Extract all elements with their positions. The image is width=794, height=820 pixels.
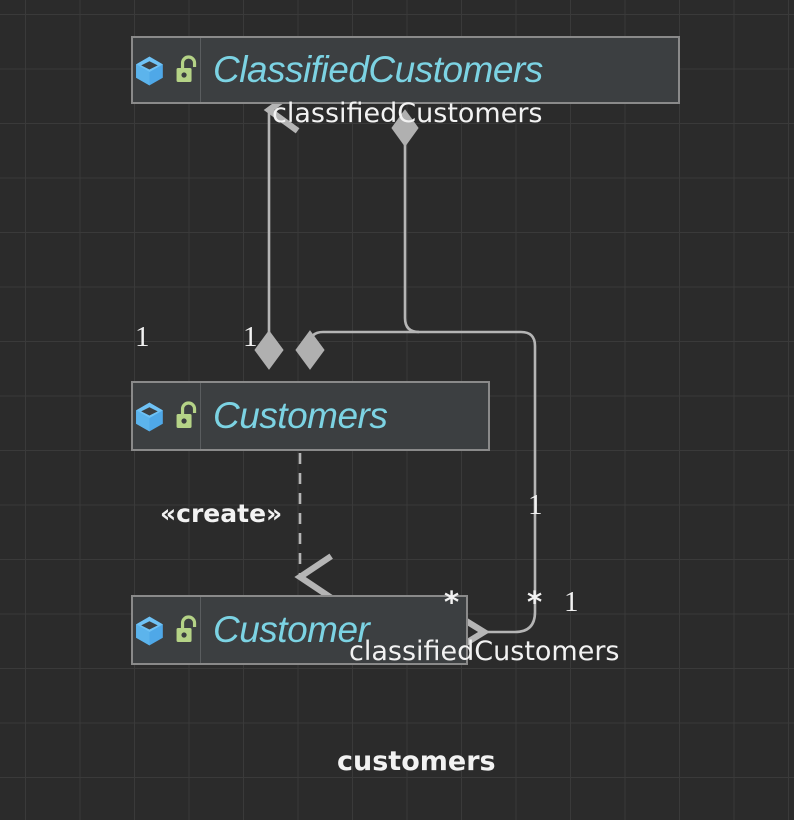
multiplicity-label-star-customer: *	[444, 585, 460, 619]
unlocked-padlock-icon	[176, 401, 197, 428]
role-label-classifiedcustomers-bottom: classifiedCustomers	[349, 636, 620, 667]
role-label-customers-bottom: customers	[337, 746, 496, 777]
class-box-customer[interactable]: Customer	[131, 595, 468, 665]
class-name-classifiedcustomers: ClassifiedCustomers	[213, 49, 543, 90]
class-icon-group	[133, 38, 201, 102]
multiplicity-label-one-right: 1	[528, 489, 543, 521]
unlocked-padlock-icon	[176, 55, 197, 82]
class-icon-group	[133, 383, 201, 449]
multiplicity-label-star-right: *	[527, 585, 543, 619]
unlocked-padlock-icon	[176, 615, 197, 642]
aggregation-diamond	[254, 330, 284, 370]
stereotype-label-create: «create»	[160, 499, 283, 528]
edge-customers-to-classifiedcustomers[interactable]	[254, 86, 300, 370]
role-label-classifiedcustomers-top: classifiedCustomers	[272, 98, 543, 129]
edge-branch-to-customers	[295, 330, 419, 370]
class-box-classifiedcustomers[interactable]: ClassifiedCustomers	[131, 36, 680, 104]
class-box-customers[interactable]: Customers	[131, 381, 490, 451]
multiplicity-label-one-mid: 1	[243, 321, 258, 353]
multiplicity-label-one-far-right: 1	[564, 586, 579, 618]
edge-classifiedcustomers-to-customer[interactable]	[391, 109, 537, 632]
edge-line	[308, 330, 419, 346]
class-name-customer: Customer	[213, 609, 370, 650]
multiplicity-label-one-left: 1	[135, 321, 150, 353]
aggregation-diamond-2	[295, 330, 325, 370]
package-cube-icon	[136, 56, 163, 86]
class-name-customers: Customers	[213, 395, 388, 436]
class-icon-group	[133, 597, 201, 663]
package-cube-icon	[136, 616, 163, 646]
package-cube-icon	[136, 402, 163, 432]
